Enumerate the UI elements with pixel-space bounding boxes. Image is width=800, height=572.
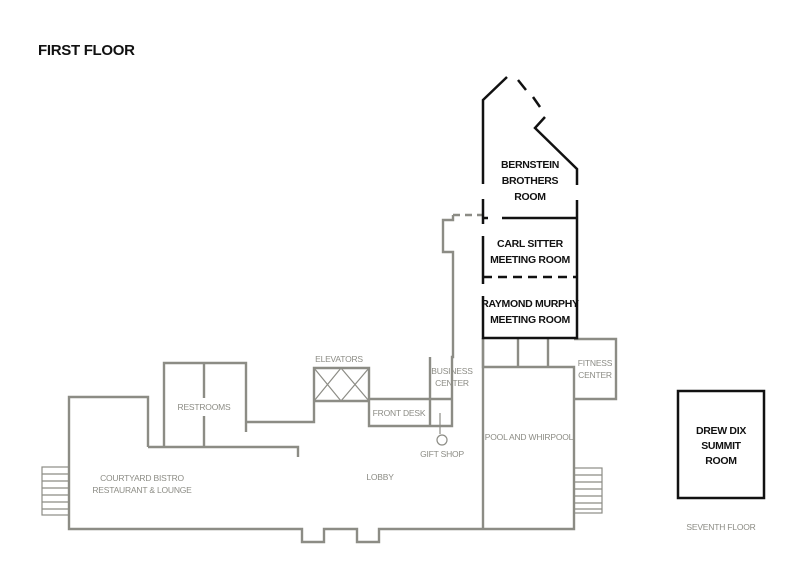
fitness-center-label: FITNESS [578, 358, 613, 368]
raymond-murphy-meeting-room[interactable]: RAYMOND MURPHY MEETING ROOM [481, 298, 579, 326]
room-label: ROOM [514, 191, 546, 203]
room-label: MEETING ROOM [490, 254, 570, 266]
business-center-walls [369, 357, 452, 426]
area-labels: ELEVATORS RESTROOMS BUSINESS CENTER FRON… [92, 354, 756, 532]
room-label: ROOM [705, 455, 737, 467]
room-label: MEETING ROOM [490, 314, 570, 326]
gift-shop-marker-icon [436, 434, 448, 446]
drew-dix-room-walls [676, 389, 766, 500]
room-label: CARL SITTER [497, 238, 564, 250]
carl-sitter-meeting-room[interactable]: CARL SITTER MEETING ROOM [490, 238, 571, 266]
front-desk-label: FRONT DESK [373, 408, 426, 418]
elevators-label: ELEVATORS [315, 354, 363, 364]
business-center-label: BUSINESS [431, 366, 473, 376]
drew-dix-summit-room[interactable]: DREW DIX SUMMIT ROOM [696, 425, 747, 467]
room-label: BERNSTEIN [501, 159, 559, 171]
meeting-room-walls [481, 76, 766, 500]
seventh-floor-label: SEVENTH FLOOR [686, 522, 755, 532]
fitness-center-label: CENTER [578, 370, 612, 380]
pool-label: POOL AND WHIRPOOL [485, 432, 574, 442]
lobby-label: LOBBY [366, 472, 394, 482]
business-center-label: CENTER [435, 378, 469, 388]
elevator-x-marks [313, 367, 370, 402]
restaurant-label: COURTYARD BISTRO [100, 473, 184, 483]
right-stairs-icon [573, 467, 603, 514]
room-label: RAYMOND MURPHY [481, 298, 579, 310]
room-label: DREW DIX [696, 425, 746, 437]
restaurant-label: RESTAURANT & LOUNGE [92, 485, 192, 495]
fitness-center-walls [574, 337, 618, 401]
bernstein-brothers-room[interactable]: BERNSTEIN BROTHERS ROOM [501, 159, 559, 203]
floor-title: FIRST FLOOR [38, 42, 135, 59]
room-label: SUMMIT [701, 440, 741, 452]
gift-shop-label: GIFT SHOP [420, 449, 464, 459]
left-stairs-icon [41, 466, 70, 516]
restrooms-label: RESTROOMS [178, 402, 232, 412]
building-walls [41, 213, 618, 544]
room-label: BROTHERS [502, 175, 559, 187]
